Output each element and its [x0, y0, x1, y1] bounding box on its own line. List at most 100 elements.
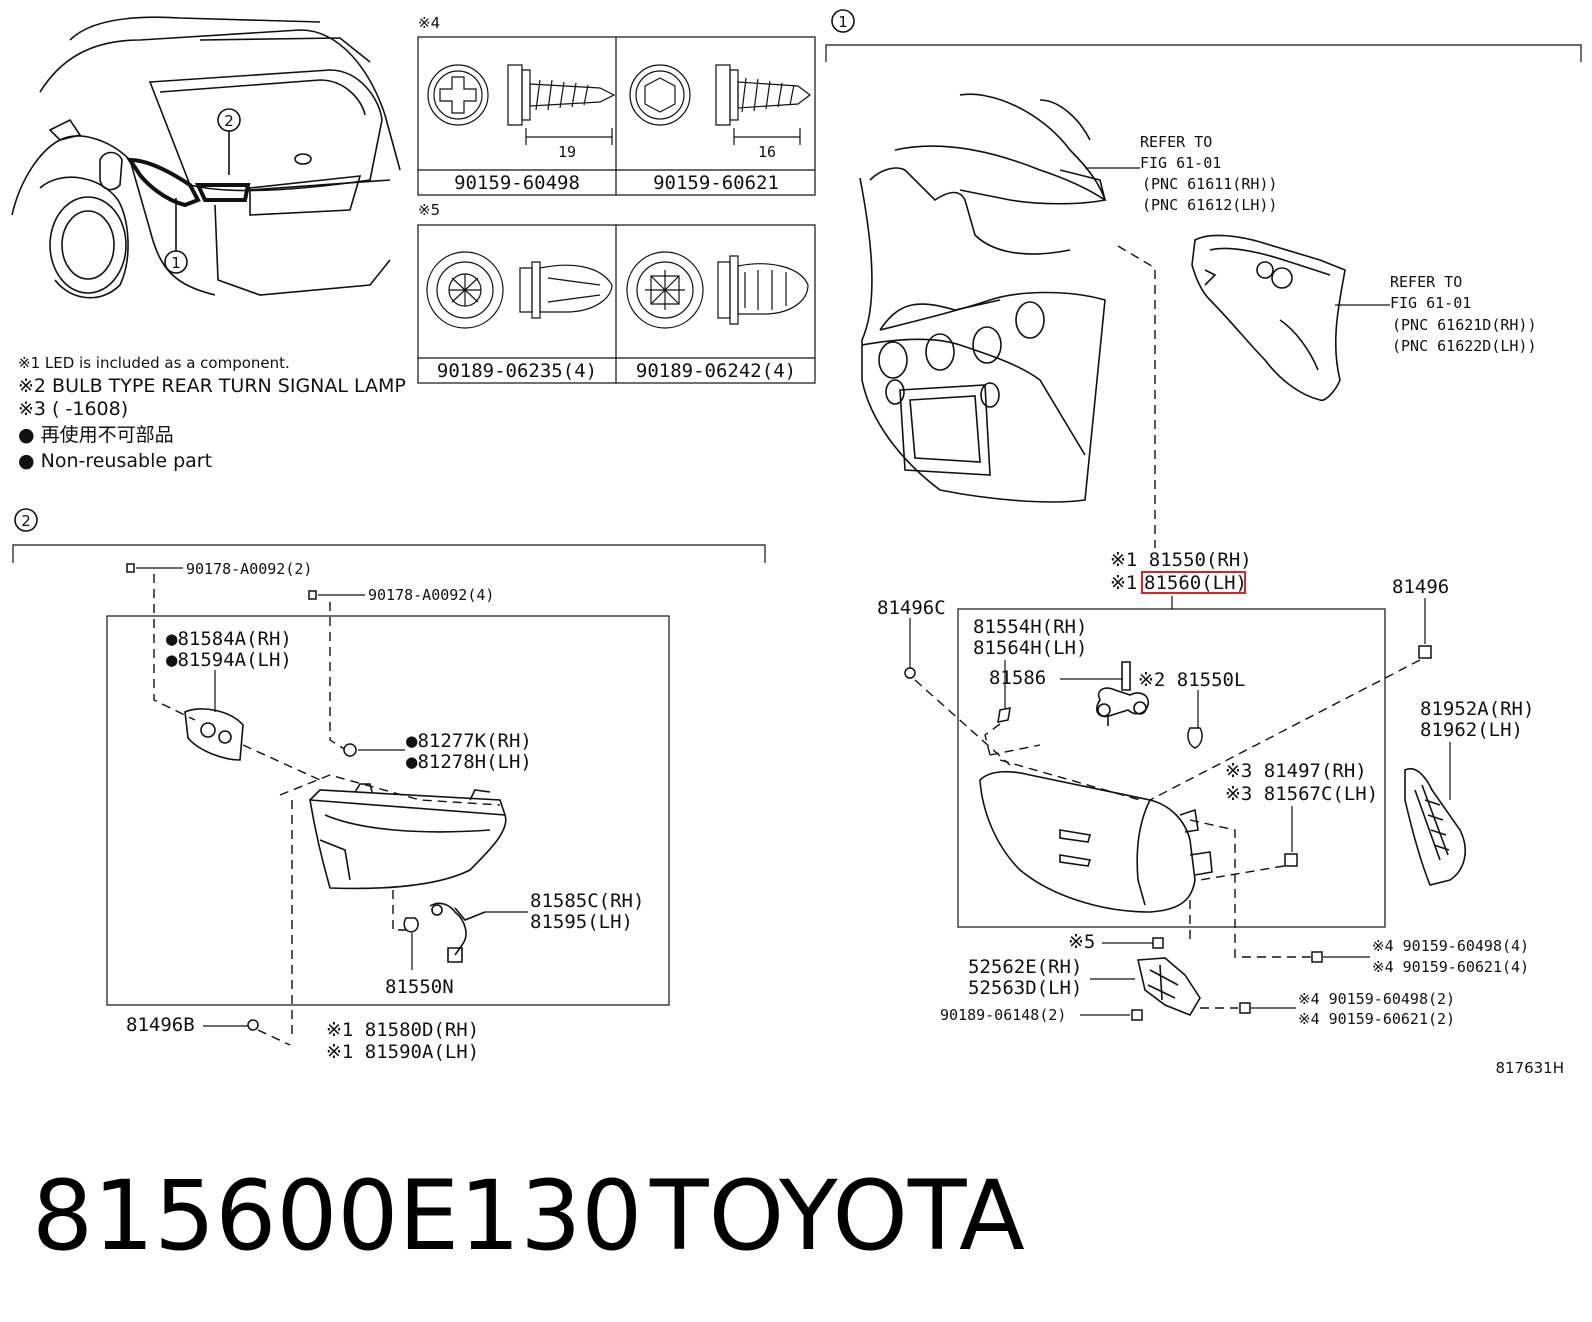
callout-2-vehicle: 2	[217, 108, 241, 175]
label-81962: 81962(LH)	[1420, 719, 1523, 741]
label-81590a: ※1 81590A(LH)	[326, 1041, 479, 1063]
tail-lamp-assembly-box	[957, 608, 1386, 928]
refer-2-annotation: REFER TO FIG 61-01 (PNC 61621D(RH)) (PNC…	[1335, 273, 1537, 355]
label-81550-rh: ※1 81550(RH)	[1110, 549, 1252, 571]
nut-icon	[904, 667, 916, 679]
nut-icon	[1418, 645, 1432, 659]
clip-icon	[343, 743, 357, 757]
label-81550n: 81550N	[385, 976, 454, 998]
clip-alt-icon	[626, 251, 809, 329]
svg-text:2: 2	[21, 512, 31, 530]
note-led: ※1 LED is included as a component.	[18, 354, 290, 372]
highlight-box	[1141, 571, 1246, 594]
screw-icon	[1311, 951, 1323, 963]
rear-garnish-lamp-illustration	[309, 783, 507, 890]
part-number-title: 815600E130	[32, 1160, 642, 1272]
screw-icon	[1239, 1002, 1251, 1014]
wire-harness-icon	[429, 902, 486, 963]
label-81497: ※3 81497(RH)	[1225, 760, 1367, 782]
svg-text:FIG 61-01: FIG 61-01	[1390, 294, 1471, 312]
section-1-header: 1	[825, 9, 1582, 62]
fastener-90189-06235: 90189-06235(4)	[437, 360, 597, 382]
label-81550l: ※2 81550L	[1138, 669, 1245, 691]
lamp-part-labels: ※1 81550(RH) ※1 81560(LH)	[1110, 549, 1252, 594]
svg-text:REFER TO: REFER TO	[1140, 133, 1212, 151]
screw-icon	[308, 590, 317, 600]
label-81594a: ●81594A(LH)	[166, 649, 292, 671]
label-81595: 81595(LH)	[530, 911, 633, 933]
label-81496c: 81496C	[877, 597, 946, 619]
svg-text:(PNC 61612(LH)): (PNC 61612(LH))	[1142, 196, 1277, 214]
label-81554h: 81554H(RH)	[973, 616, 1087, 638]
interior-panel-illustration	[1191, 234, 1346, 402]
notes-block: ※1 LED is included as a component. ※2 BU…	[18, 354, 406, 472]
label-90159-60621-2: ※4 90159-60621(2)	[1298, 1010, 1455, 1028]
callout-1-vehicle: 1	[164, 198, 188, 274]
label-81277k: ●81277K(RH)	[406, 730, 532, 752]
label-81278h: ●81278H(LH)	[406, 751, 532, 773]
label-90159-60621-4: ※4 90159-60621(4)	[1372, 958, 1529, 976]
label-90178-a0092-2: 90178-A0092(2)	[186, 560, 312, 578]
label-90178-a0092-4: 90178-A0092(4)	[368, 586, 494, 604]
label-n5: ※5	[1068, 931, 1095, 953]
reflector-icon	[1404, 768, 1466, 886]
label-90189-06148: 90189-06148(2)	[940, 1006, 1066, 1024]
label-81586: 81586	[989, 667, 1046, 689]
svg-text:FIG 61-01: FIG 61-01	[1140, 154, 1221, 172]
figure-code: 817631H	[1495, 1059, 1564, 1077]
tag-n4: ※4	[418, 14, 440, 32]
note-date: ※3 ( -1608)	[18, 398, 128, 420]
screw-icon	[126, 563, 135, 573]
section-2-header: 2	[12, 508, 766, 563]
label-81585c: 81585C(RH)	[530, 890, 644, 912]
fastener-table-4: 19 16 90159-60498 90159-60621	[417, 36, 816, 196]
gasket-plate-icon	[184, 708, 244, 761]
bracket-icon	[1137, 957, 1201, 1016]
label-81560-lh: 81560(LH)	[1144, 572, 1247, 594]
phillips-screw-icon	[427, 64, 616, 145]
note-nonreusable-en: ● Non-reusable part	[18, 450, 212, 472]
label-52562e: 52562E(RH)	[968, 956, 1082, 978]
label-81567c: ※3 81567C(LH)	[1225, 783, 1378, 805]
note-bulb: ※2 BULB TYPE REAR TURN SIGNAL LAMP	[18, 375, 406, 397]
svg-text:REFER TO: REFER TO	[1390, 273, 1462, 291]
rear-body-panel-illustration	[859, 93, 1108, 503]
gasket-icon	[997, 707, 1011, 723]
fastener-table-5: 90189-06235(4) 90189-06242(4)	[417, 224, 816, 384]
label-52563d: 52563D(LH)	[968, 977, 1082, 999]
bulb-icon	[403, 917, 419, 933]
garnish-assembly-box	[106, 615, 670, 1006]
hex-screw-icon	[629, 64, 811, 145]
svg-text:1: 1	[171, 254, 181, 272]
note-nonreusable-jp: ● 再使用不可部品	[18, 424, 174, 446]
label-81952a: 81952A(RH)	[1420, 698, 1534, 720]
tag-n5: ※5	[418, 201, 440, 219]
bulb-icon	[1187, 727, 1203, 749]
label-81496: 81496	[1392, 576, 1449, 598]
svg-text:(PNC 61622D(LH)): (PNC 61622D(LH))	[1392, 337, 1537, 355]
label-81584a: ●81584A(RH)	[166, 628, 292, 650]
clip-icon	[1152, 937, 1164, 949]
nut-icon	[247, 1019, 259, 1031]
label-81560-mark: ※1	[1110, 572, 1137, 594]
bulb-socket-icon	[1096, 661, 1150, 726]
svg-text:2: 2	[224, 112, 234, 130]
fastener-90159-60498: 90159-60498	[454, 172, 580, 194]
body-to-lamp-leader	[1117, 245, 1156, 548]
label-90159-60498-4: ※4 90159-60498(4)	[1372, 937, 1529, 955]
refer-1-annotation: REFER TO FIG 61-01 (PNC 61611(RH)) (PNC …	[1085, 133, 1277, 214]
fastener-90159-60621: 90159-60621	[653, 172, 779, 194]
svg-text:1: 1	[838, 13, 848, 31]
clip-icon	[426, 251, 613, 329]
dimension-16: 16	[758, 143, 776, 161]
dimension-19: 19	[558, 143, 576, 161]
svg-text:(PNC 61611(RH)): (PNC 61611(RH))	[1142, 175, 1277, 193]
vehicle-rear-illustration	[11, 16, 401, 299]
label-90159-60498-2: ※4 90159-60498(2)	[1298, 990, 1455, 1008]
label-81564h: 81564H(LH)	[973, 637, 1087, 659]
tail-lamp-illustration	[979, 770, 1213, 913]
clip-icon	[1131, 1009, 1143, 1021]
nut-icon	[1284, 853, 1298, 867]
